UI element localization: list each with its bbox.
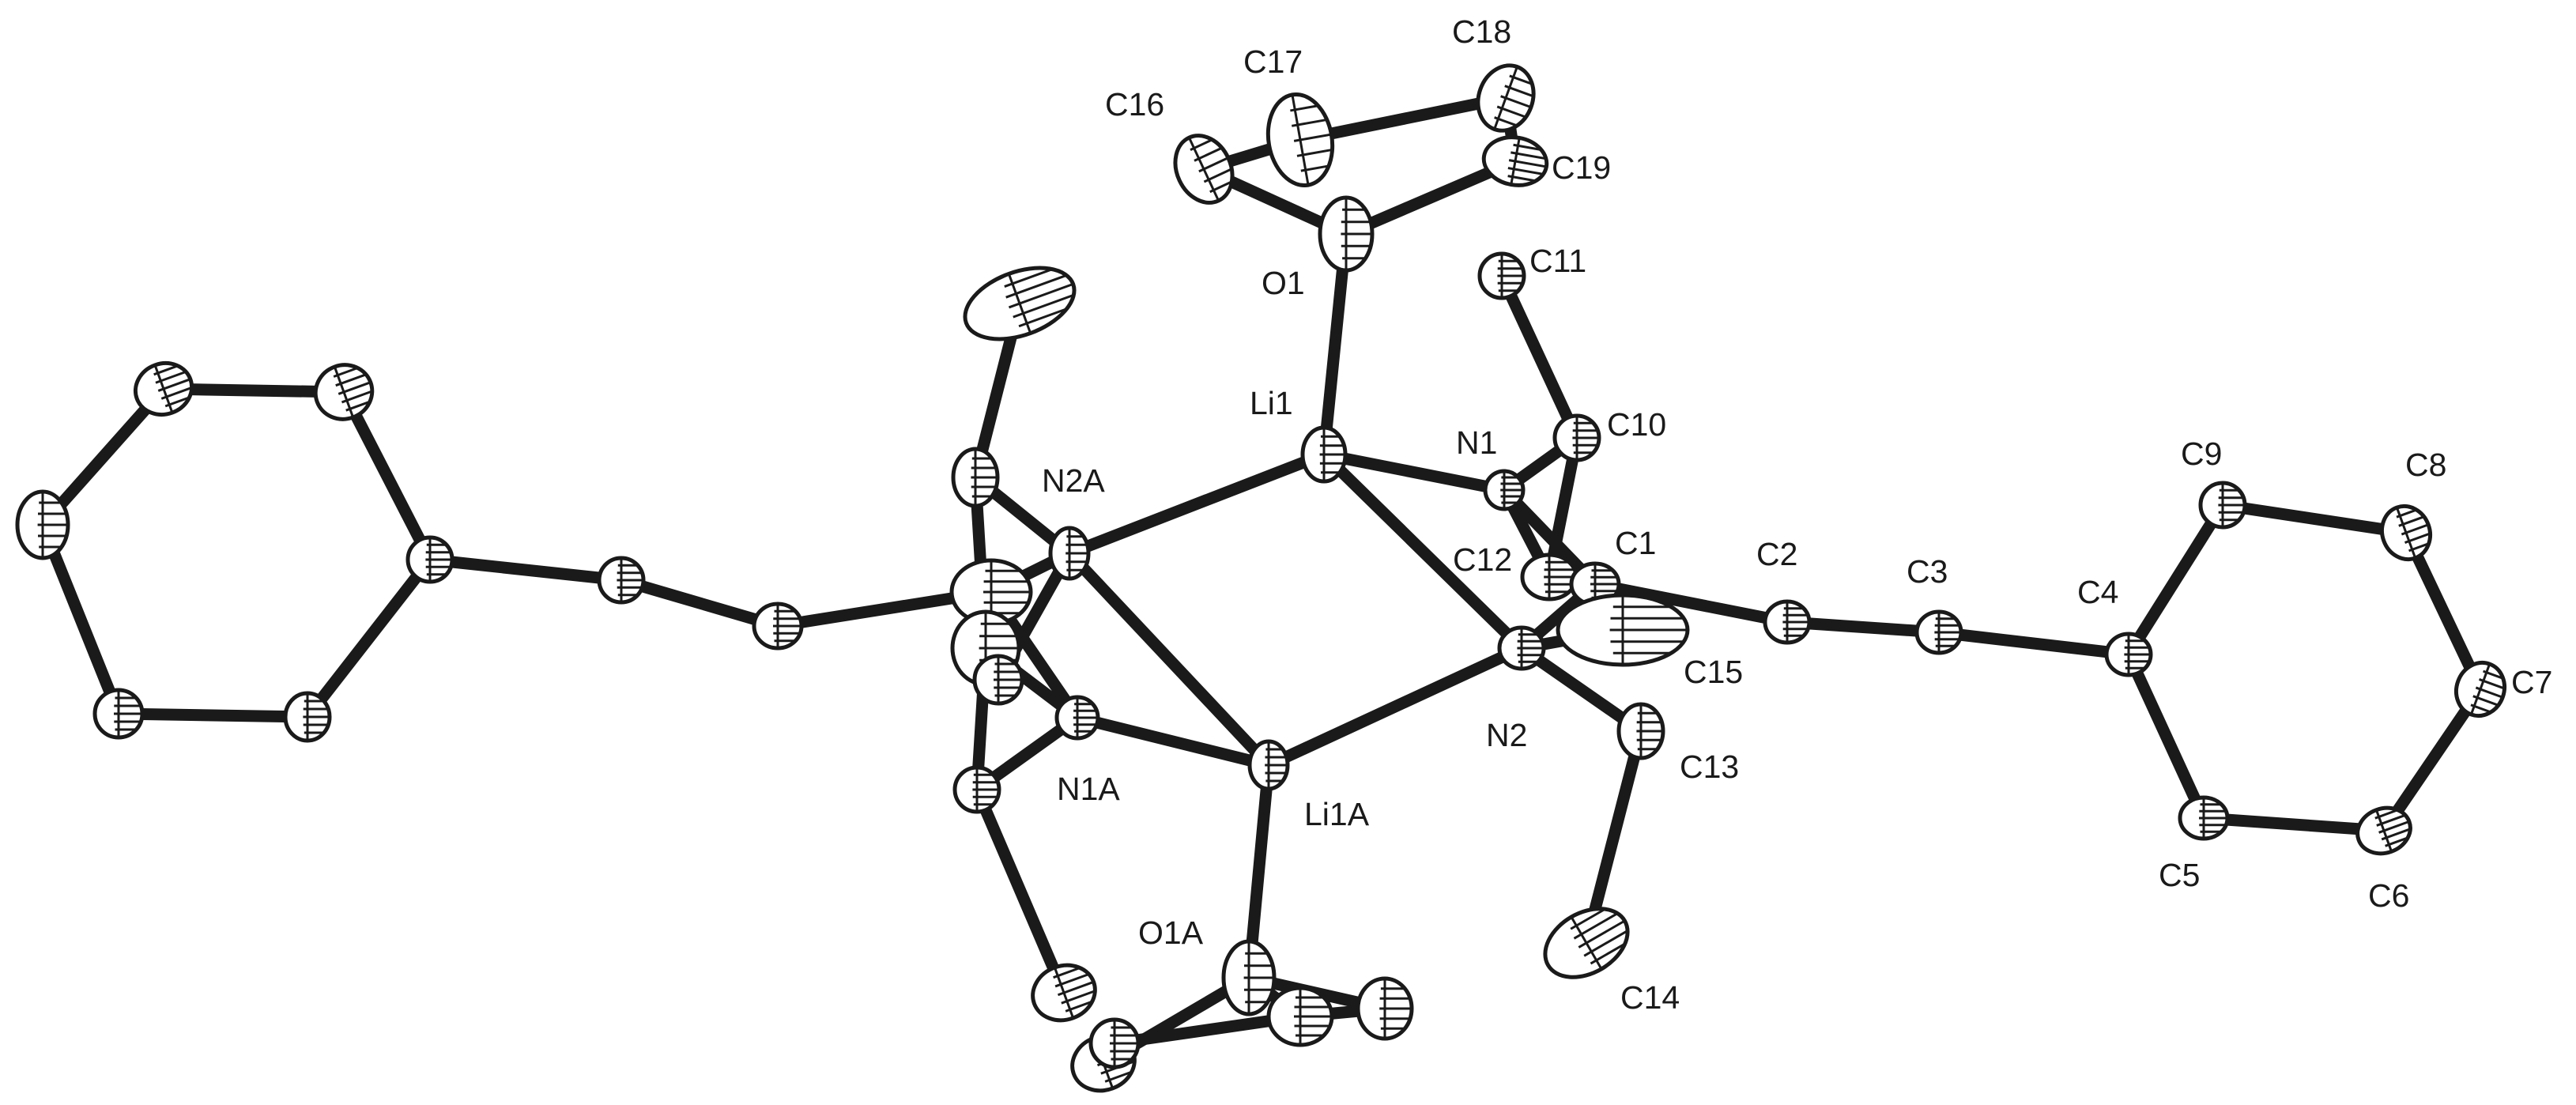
atom-C11 (1477, 251, 1526, 300)
atom-C3A (597, 556, 646, 605)
bond-C13A-C14A (971, 783, 1070, 999)
label-C7: C7 (2511, 664, 2553, 700)
atom-C13A (952, 765, 1001, 814)
atom-O1 (1318, 195, 1375, 273)
bond-N1A-Li1A (1071, 711, 1275, 771)
label-C14: C14 (1620, 979, 1680, 1016)
atom-C19 (1481, 135, 1549, 187)
label-C12: C12 (1453, 541, 1513, 578)
atom-C7A (15, 489, 70, 560)
bond-C4A-C9A (338, 386, 436, 566)
label-C3: C3 (1907, 553, 1948, 590)
atom-N2A (1048, 526, 1091, 581)
atom-C17A (1266, 986, 1334, 1047)
label-C18: C18 (1452, 13, 1512, 50)
label-C17: C17 (1243, 43, 1303, 80)
bond-C6A-C5A (112, 707, 314, 723)
label-C4: C4 (2077, 574, 2119, 610)
bond-Li1-N2 (1318, 448, 1528, 654)
atom-C17 (1265, 92, 1335, 188)
atoms-layer (15, 63, 2506, 1093)
atom-Li1 (1300, 425, 1348, 484)
atom-C5 (2178, 795, 2230, 841)
atom-N1A (1054, 695, 1100, 741)
atom-N2 (1497, 625, 1546, 671)
label-C2: C2 (1756, 536, 1798, 572)
atom-C2 (1763, 599, 1812, 645)
atom-C6A (92, 688, 145, 740)
bond-C9-C8 (2216, 499, 2412, 539)
label-Li1A: Li1A (1304, 796, 1370, 832)
label-C11: C11 (1529, 243, 1587, 279)
bond-Li1-N2A (1063, 448, 1330, 560)
atom-C18 (1476, 63, 1536, 133)
label-C5: C5 (2159, 857, 2201, 893)
atom-C16 (1173, 134, 1235, 205)
atom-C3 (1914, 609, 1963, 655)
label-C6: C6 (2368, 877, 2410, 914)
atom-C4A (405, 535, 454, 584)
atom-N1 (1483, 469, 1526, 511)
bond-N2A-Li1A (1063, 547, 1275, 771)
label-O1: O1 (1262, 265, 1305, 301)
label-C16: C16 (1105, 86, 1165, 123)
label-C15: C15 (1684, 654, 1744, 690)
bond-N2-Li1A (1262, 642, 1528, 771)
label-C19: C19 (1552, 149, 1612, 186)
atom-O1A (1221, 939, 1277, 1016)
bond-C5-C4 (2122, 648, 2210, 824)
label-N1: N1 (1456, 424, 1498, 461)
bond-C2A-C3A (615, 574, 784, 632)
atom-C19A (1088, 1017, 1141, 1069)
bond-C8-C7 (2400, 526, 2487, 696)
label-C10: C10 (1607, 406, 1667, 443)
atom-C9A (313, 363, 375, 421)
bond-C1-C2 (1589, 578, 1793, 628)
bond-C19-O1 (1340, 155, 1522, 240)
bond-C6-C5 (2197, 812, 2390, 837)
bond-C10-C11 (1495, 270, 1583, 444)
atom-C7 (2454, 660, 2506, 718)
atom-C12A (951, 447, 1000, 508)
label-N2A: N2A (1042, 462, 1105, 499)
atom-Li1A (1247, 739, 1290, 791)
atom-C15A (972, 654, 1024, 706)
atom-C9 (2198, 481, 2247, 530)
label-C9: C9 (2181, 436, 2223, 472)
bond-C2-C3 (1781, 616, 1945, 639)
atom-C12 (1520, 552, 1578, 602)
bond-C7A-C6A (36, 519, 125, 720)
label-O1A: O1A (1138, 915, 1204, 951)
label-Li1: Li1 (1250, 385, 1293, 421)
bond-C4-C9 (2122, 499, 2229, 661)
bond-C3-C4 (1933, 626, 2135, 661)
atom-C10 (1552, 413, 1601, 462)
atom-C15 (1556, 593, 1690, 667)
label-C13: C13 (1680, 749, 1740, 785)
atom-C14 (1543, 907, 1630, 979)
atom-C14A (1031, 963, 1097, 1023)
bond-C17-C18 (1294, 92, 1512, 146)
bond-Li1-N1 (1318, 448, 1511, 496)
atom-C5A (283, 691, 332, 743)
atom-C6 (2355, 805, 2412, 856)
atom-C8 (2380, 503, 2432, 562)
atom-C13 (1616, 702, 1665, 760)
atom-C18A (1356, 976, 1414, 1041)
label-C1: C1 (1615, 525, 1657, 561)
atom-C11A (963, 266, 1077, 341)
label-N1A: N1A (1057, 771, 1120, 807)
atom-C8A (133, 361, 194, 417)
bond-C3A-C4A (424, 553, 628, 586)
atom-C4 (2104, 632, 2153, 677)
atom-C2A (752, 602, 804, 651)
label-C8: C8 (2405, 447, 2447, 483)
label-N2: N2 (1486, 717, 1528, 753)
bond-C5A-C4A (301, 553, 436, 723)
